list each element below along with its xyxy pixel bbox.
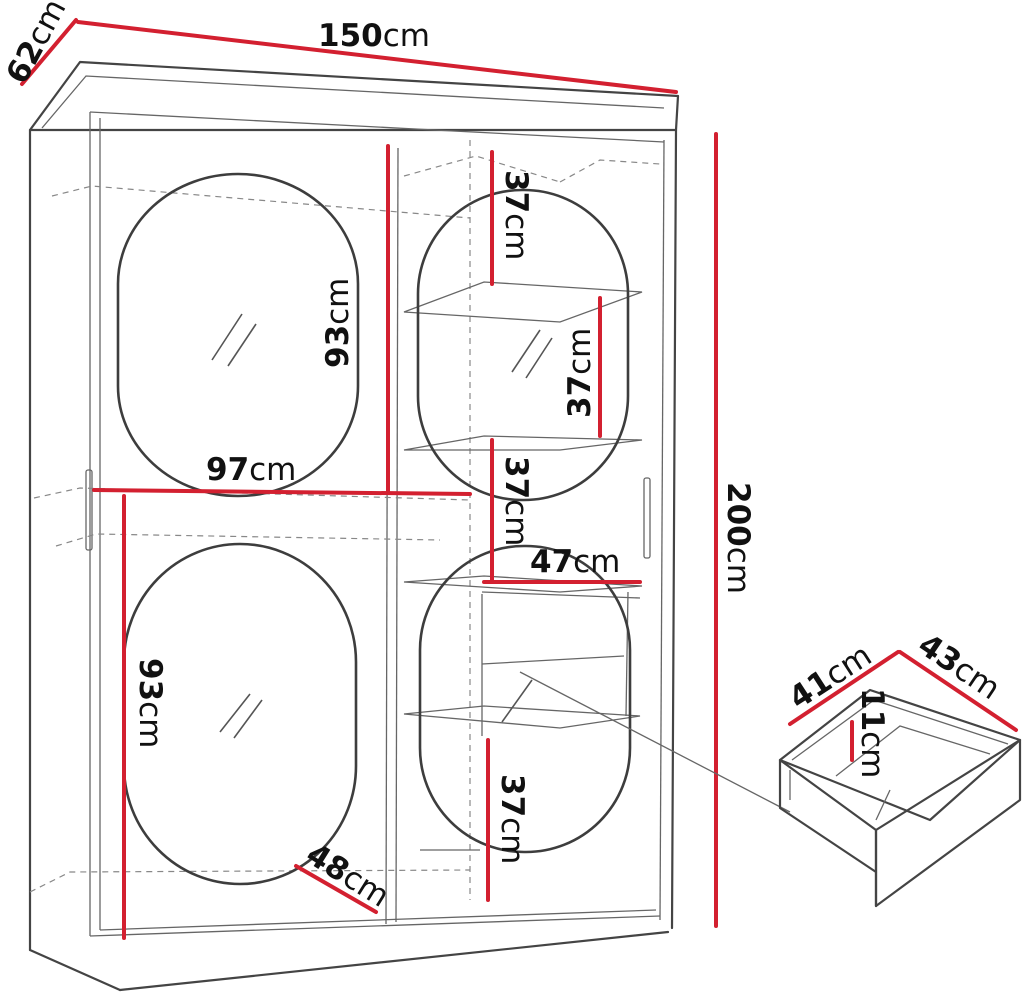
dim-line-width [76, 20, 678, 94]
dim-line-hanging-width [92, 488, 472, 496]
label-shelf-width: 47cm [530, 544, 620, 580]
dimension-labels: 150cm 62cm 200cm 93cm 97cm 93cm 37cm 37c… [0, 0, 1007, 915]
label-inner-depth: 48cm [300, 836, 396, 914]
mirror-upper-left [116, 172, 360, 498]
drawer-detail [519, 671, 1022, 908]
drawer-callout-leader [519, 671, 791, 813]
mirror-lower-right [418, 544, 632, 854]
label-drawer-height: 11cm [854, 688, 890, 778]
dim-line-drawer-depth [898, 650, 1018, 732]
label-lower-mirror: 93cm [132, 658, 168, 748]
label-shelf-mid: 37cm [562, 328, 598, 418]
label-upper-mirror: 93cm [320, 278, 356, 368]
label-shelf-bottom: 37cm [494, 774, 530, 864]
label-height: 200cm [720, 482, 756, 594]
label-depth: 62cm [0, 0, 73, 90]
dim-line-inner-depth [294, 864, 378, 914]
dimension-lines [20, 18, 1018, 940]
mirror-upper-right [416, 188, 630, 502]
mirror-panels [116, 172, 632, 886]
dim-line-depth [20, 18, 78, 86]
label-shelf-top: 37cm [498, 170, 534, 260]
label-shelf-lower: 37cm [498, 456, 534, 546]
dim-line-drawer-width [788, 650, 900, 726]
wardrobe-outline [28, 60, 680, 992]
label-width: 150cm [318, 18, 430, 54]
label-hanging-width: 97cm [206, 452, 296, 488]
mirror-glint-icon [211, 313, 553, 739]
